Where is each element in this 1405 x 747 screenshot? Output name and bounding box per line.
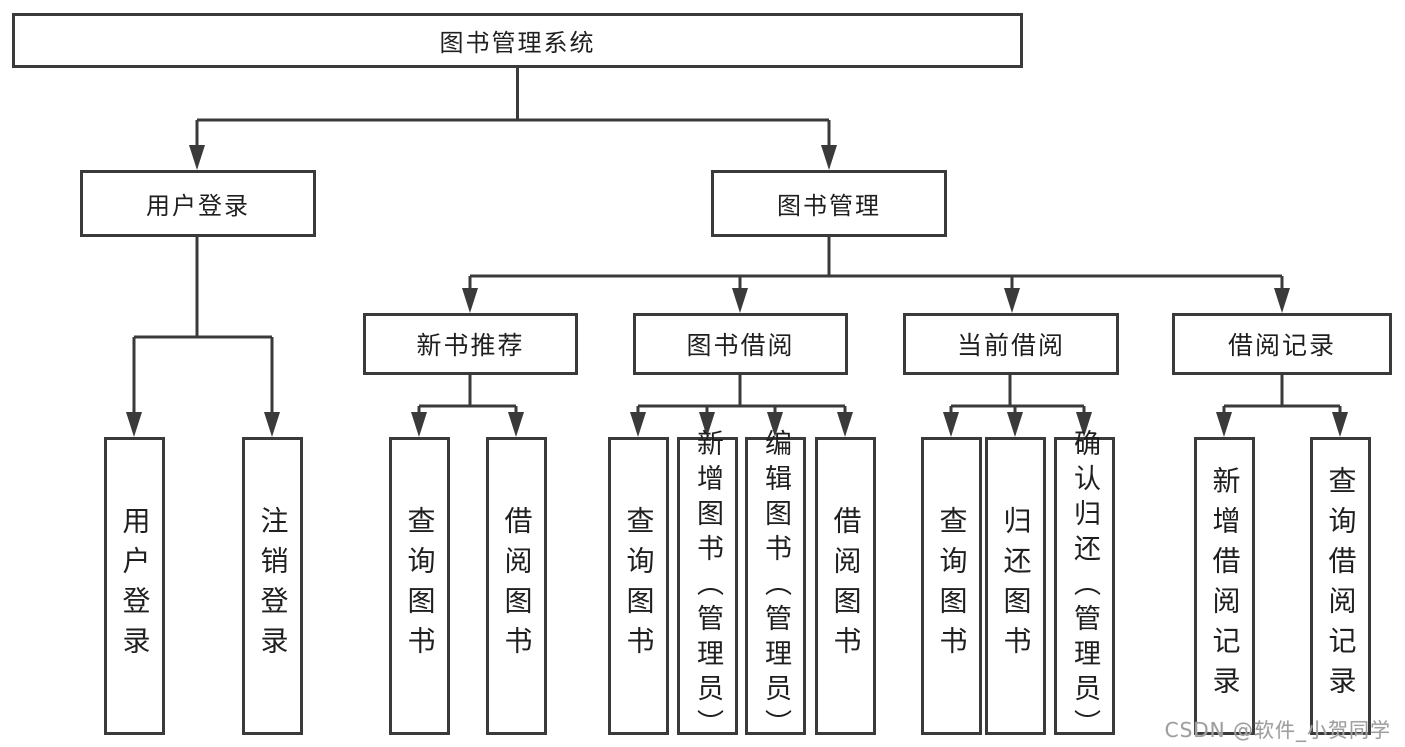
node-label: 图书管理: [777, 192, 881, 220]
arrowhead-icon: [821, 145, 837, 170]
arrowhead-icon: [943, 412, 959, 437]
node-leaf-records-query-record: 查询借阅记录: [1310, 437, 1371, 735]
arrowhead-icon: [411, 412, 427, 437]
arrowhead-icon: [732, 288, 748, 313]
node-leaf-recommend-borrow-books: 借阅图书: [486, 437, 547, 735]
node-root-library-system: 图书管理系统: [12, 13, 1023, 68]
connector-book-management-children: [468, 237, 1284, 303]
node-label: 确认归还（管理员）: [1069, 428, 1100, 744]
node-label: 当前借阅: [956, 331, 1065, 360]
node-label: 用户登录: [118, 506, 152, 666]
arrowheads: [126, 145, 1348, 437]
node-label: 新增借阅记录: [1208, 466, 1242, 706]
node-leaf-borrowing-query-books: 查询图书: [608, 437, 669, 735]
arrowhead-icon: [837, 412, 853, 437]
node-label: 图书借阅: [686, 331, 795, 360]
node-book-borrowing: 图书借阅: [633, 313, 848, 375]
arrowhead-icon: [462, 288, 478, 313]
node-borrowing-records: 借阅记录: [1172, 313, 1392, 375]
arrowhead-icon: [264, 412, 280, 437]
arrowhead-icon: [630, 412, 646, 437]
node-label: 查询借阅记录: [1324, 466, 1358, 706]
node-label: 用户登录: [146, 192, 250, 220]
arrowhead-icon: [767, 412, 783, 437]
arrowhead-icon: [1274, 288, 1290, 313]
node-new-book-recommendation: 新书推荐: [363, 313, 578, 375]
node-label: 借阅记录: [1227, 331, 1336, 360]
node-leaf-user-login: 用户登录: [104, 437, 165, 735]
csdn-watermark: CSDN @软件_小贺同学: [1164, 718, 1391, 742]
node-leaf-borrowing-add-books-admin: 新增图书（管理员）: [677, 429, 738, 744]
arrowhead-icon: [699, 412, 715, 437]
node-leaf-recommend-query-books: 查询图书: [389, 437, 450, 735]
node-label: 编辑图书（管理员）: [760, 428, 791, 744]
node-leaf-records-add-record: 新增借阅记录: [1194, 437, 1255, 735]
node-user-login: 用户登录: [80, 170, 316, 237]
node-label: 查询图书: [403, 506, 437, 666]
node-label: 借阅图书: [829, 506, 863, 666]
arrowhead-icon: [508, 412, 524, 437]
node-label: 注销登录: [256, 506, 290, 666]
node-leaf-borrowing-borrow-books: 借阅图书: [815, 437, 876, 735]
node-current-borrowing: 当前借阅: [903, 313, 1119, 375]
arrowhead-icon: [1216, 412, 1232, 437]
node-book-management: 图书管理: [711, 170, 947, 237]
node-label: 归还图书: [999, 506, 1033, 666]
arrowhead-icon: [126, 412, 142, 437]
node-leaf-current-query-books: 查询图书: [921, 437, 982, 735]
arrowhead-icon: [1004, 288, 1020, 313]
connector-root-to-level2: [195, 68, 831, 160]
node-label: 借阅图书: [500, 506, 534, 666]
arrowhead-icon: [1076, 412, 1092, 437]
node-label: 查询图书: [935, 506, 969, 666]
node-leaf-current-return-books: 归还图书: [985, 437, 1046, 735]
connector-user-login-children: [132, 237, 274, 427]
node-leaf-borrowing-edit-books-admin: 编辑图书（管理员）: [745, 429, 806, 744]
arrowhead-icon: [189, 145, 205, 170]
node-label: 图书管理系统: [439, 29, 596, 57]
node-leaf-current-confirm-return-admin: 确认归还（管理员）: [1054, 429, 1115, 744]
arrowhead-icon: [1007, 412, 1023, 437]
node-leaf-logout: 注销登录: [242, 437, 303, 735]
node-label: 新书推荐: [416, 331, 525, 360]
connector-recommendation-children: [417, 375, 518, 427]
connector-records-children: [1222, 375, 1342, 427]
arrowhead-icon: [1332, 412, 1348, 437]
node-label: 新增图书（管理员）: [692, 428, 723, 744]
node-label: 查询图书: [622, 506, 656, 666]
connector-borrowing-children: [636, 375, 847, 427]
